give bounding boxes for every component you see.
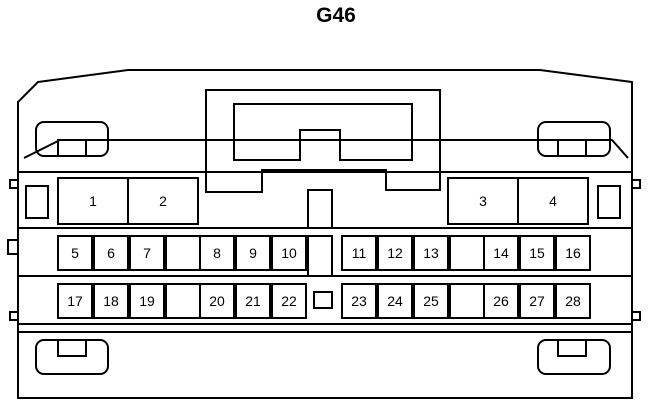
pin-8-cell (199, 235, 235, 271)
housing-inner-top (23, 139, 629, 159)
pin-20-label: 20 (209, 293, 225, 309)
pin-2-label: 2 (159, 193, 167, 209)
latch-top-right (537, 121, 611, 157)
pin-18-label: 18 (103, 293, 119, 309)
pin-14-cell (483, 235, 519, 271)
pin-28-cell (555, 283, 591, 319)
pin-23-label: 23 (351, 293, 367, 309)
polarity-square (313, 291, 333, 309)
pin-25-label: 25 (423, 293, 439, 309)
pin-6-label: 6 (107, 245, 115, 261)
pin-15-cell (519, 235, 555, 271)
pin-16-cell (555, 235, 591, 271)
housing-outline (17, 69, 633, 399)
key-slot-mid (307, 235, 333, 277)
pin-27-cell (519, 283, 555, 319)
lock-housing-outer (205, 89, 441, 193)
key-slot-top (307, 189, 333, 229)
pin-12-cell (377, 235, 413, 271)
pin-17-cell (57, 283, 93, 319)
pin-20-cell (199, 283, 235, 319)
pin-11-label: 11 (352, 245, 367, 261)
pin-11-cell (341, 235, 377, 271)
latch-bottom-right (537, 339, 611, 375)
pin-row-bot: 17 18 19 20 21 22 23 24 25 26 27 28 (57, 283, 591, 319)
pin-23-cell (341, 283, 377, 319)
latch-top-left (35, 121, 109, 157)
end-box-left (25, 185, 49, 219)
pin-9-cell (235, 235, 271, 271)
side-tab-left-1 (9, 179, 19, 189)
pin-1-label: 1 (89, 193, 97, 209)
pin-row-mid: 5 6 7 8 9 10 11 12 13 14 15 16 (57, 235, 591, 271)
pin-19-label: 19 (139, 293, 155, 309)
blank-bot-11-cell (449, 283, 485, 319)
pin-26-cell (483, 283, 519, 319)
pin-17-label: 17 (67, 293, 83, 309)
side-tab-left-2 (7, 239, 19, 255)
pin-6-cell (93, 235, 129, 271)
pin-13-cell (413, 235, 449, 271)
pin-19-cell (129, 283, 165, 319)
pin-16-label: 16 (565, 245, 581, 261)
pin-13-label: 13 (423, 245, 439, 261)
pin-row-top: 1 2 3 4 (57, 177, 589, 225)
latch-bottom-left (35, 339, 109, 375)
pin-25-cell (413, 283, 449, 319)
blank-mid-3-cell (165, 235, 201, 271)
pin-22-label: 22 (281, 293, 297, 309)
end-box-right (597, 185, 621, 219)
pin-26-label: 26 (493, 293, 509, 309)
side-tab-right-2 (631, 311, 641, 321)
pin-18-cell (93, 283, 129, 319)
pin-2-cell (127, 177, 199, 225)
pin-7-cell (129, 235, 165, 271)
pin-28-label: 28 (565, 293, 581, 309)
pin-frame-top (17, 171, 633, 229)
pin-5-cell (57, 235, 93, 271)
pin-4-cell (517, 177, 589, 225)
pin-21-cell (235, 283, 271, 319)
connector-title: G46 (316, 4, 356, 27)
pin-12-label: 12 (387, 245, 403, 261)
lock-housing-inner (233, 103, 413, 161)
pin-9-label: 9 (249, 245, 257, 261)
pin-24-label: 24 (387, 293, 403, 309)
blank-bot-3-cell (165, 283, 201, 319)
side-tab-right-1 (631, 179, 641, 189)
pin-21-label: 21 (245, 293, 261, 309)
pin-22-cell (271, 283, 307, 319)
pin-5-label: 5 (71, 245, 79, 261)
pin-27-label: 27 (529, 293, 545, 309)
pin-4-label: 4 (549, 193, 557, 209)
blank-mid-11-cell (449, 235, 485, 271)
side-tab-left-3 (9, 311, 19, 321)
pin-14-label: 14 (493, 245, 509, 261)
pin-10-cell (271, 235, 307, 271)
pin-10-label: 10 (281, 245, 297, 261)
pin-15-label: 15 (529, 245, 545, 261)
pin-3-label: 3 (479, 193, 487, 209)
pin-24-cell (377, 283, 413, 319)
pin-7-label: 7 (143, 245, 151, 261)
pin-8-label: 8 (213, 245, 221, 261)
